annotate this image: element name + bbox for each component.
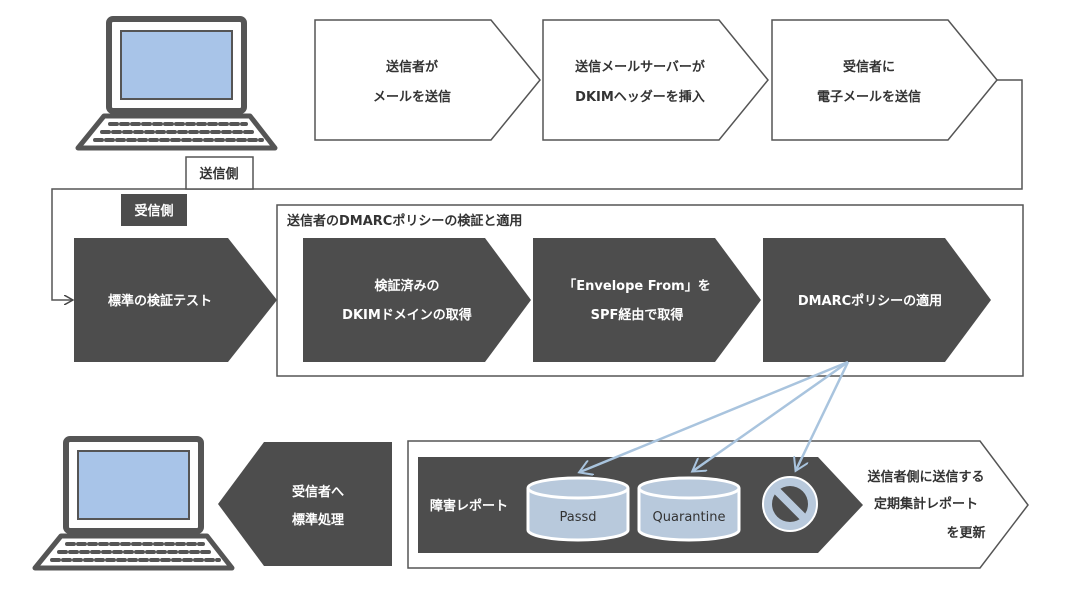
dmarc-step-2: 「Envelope From」を SPF経由で取得	[533, 238, 761, 362]
sender-step-2-line1: 送信メールサーバーが	[574, 59, 705, 75]
svg-text:「Envelope From」を: 「Envelope From」を	[563, 278, 710, 294]
svg-text:標準の検証テスト: 標準の検証テスト	[108, 293, 212, 309]
failure-report-step: 障害レポート Passd Quarantine	[418, 457, 863, 553]
svg-text:Passd: Passd	[559, 510, 596, 525]
passd-cylinder: Passd	[526, 476, 630, 542]
sender-step-1: 送信者が メールを送信	[314, 19, 541, 141]
svg-text:DKIMドメインの取得: DKIMドメインの取得	[342, 307, 472, 323]
standard-test-step: 標準の検証テスト	[74, 238, 277, 362]
receiver-side-tag: 受信側	[121, 194, 187, 226]
svg-text:DMARCポリシーの適用: DMARCポリシーの適用	[798, 293, 942, 309]
svg-text:SPF経由で取得: SPF経由で取得	[591, 307, 684, 323]
failure-report-label: 障害レポート	[430, 498, 508, 514]
arrow-to-quarantine	[693, 360, 849, 471]
svg-text:受信側: 受信側	[134, 203, 173, 219]
receiver-process-step: 受信者へ 標準処理	[218, 442, 392, 566]
sender-side-tag: 送信側	[185, 156, 254, 190]
sender-step-3-line2: 電子メールを送信	[817, 89, 921, 105]
arrow-to-passd	[580, 360, 849, 472]
svg-text:標準処理: 標準処理	[292, 512, 344, 528]
sender-step-2: 送信メールサーバーが DKIMヘッダーを挿入	[542, 19, 769, 141]
sender-step-1-line2: メールを送信	[373, 89, 451, 105]
receiver-laptop-icon	[32, 436, 235, 571]
sender-step-3-line1: 受信者に	[843, 59, 895, 75]
svg-text:送信者側に送信する: 送信者側に送信する	[866, 469, 984, 485]
arrow-to-reject	[796, 361, 850, 470]
svg-text:検証済みの: 検証済みの	[374, 278, 439, 294]
dmarc-policy-group: 送信者のDMARCポリシーの検証と適用 検証済みの DKIMドメインの取得 「E…	[276, 204, 1024, 377]
svg-text:定期集計レポート: 定期集計レポート	[873, 496, 978, 512]
svg-text:送信側: 送信側	[198, 166, 238, 182]
flow-connector	[51, 79, 1023, 300]
dmarc-step-1: 検証済みの DKIMドメインの取得	[303, 238, 531, 362]
prohibited-icon	[762, 476, 818, 532]
sender-step-1-line1: 送信者が	[385, 59, 438, 75]
policy-outcome-arrows	[580, 360, 850, 472]
dmarc-step-3: DMARCポリシーの適用	[763, 238, 991, 362]
sender-laptop-icon	[75, 16, 278, 151]
quarantine-cylinder: Quarantine	[637, 476, 741, 542]
dmarc-group-title: 送信者のDMARCポリシーの検証と適用	[286, 213, 522, 229]
svg-text:受信者へ: 受信者へ	[292, 484, 344, 500]
svg-text:を更新: を更新	[946, 525, 985, 541]
svg-text:Quarantine: Quarantine	[653, 510, 726, 525]
sender-step-2-line2: DKIMヘッダーを挿入	[575, 89, 705, 105]
sender-step-3: 受信者に 電子メールを送信	[771, 19, 998, 141]
